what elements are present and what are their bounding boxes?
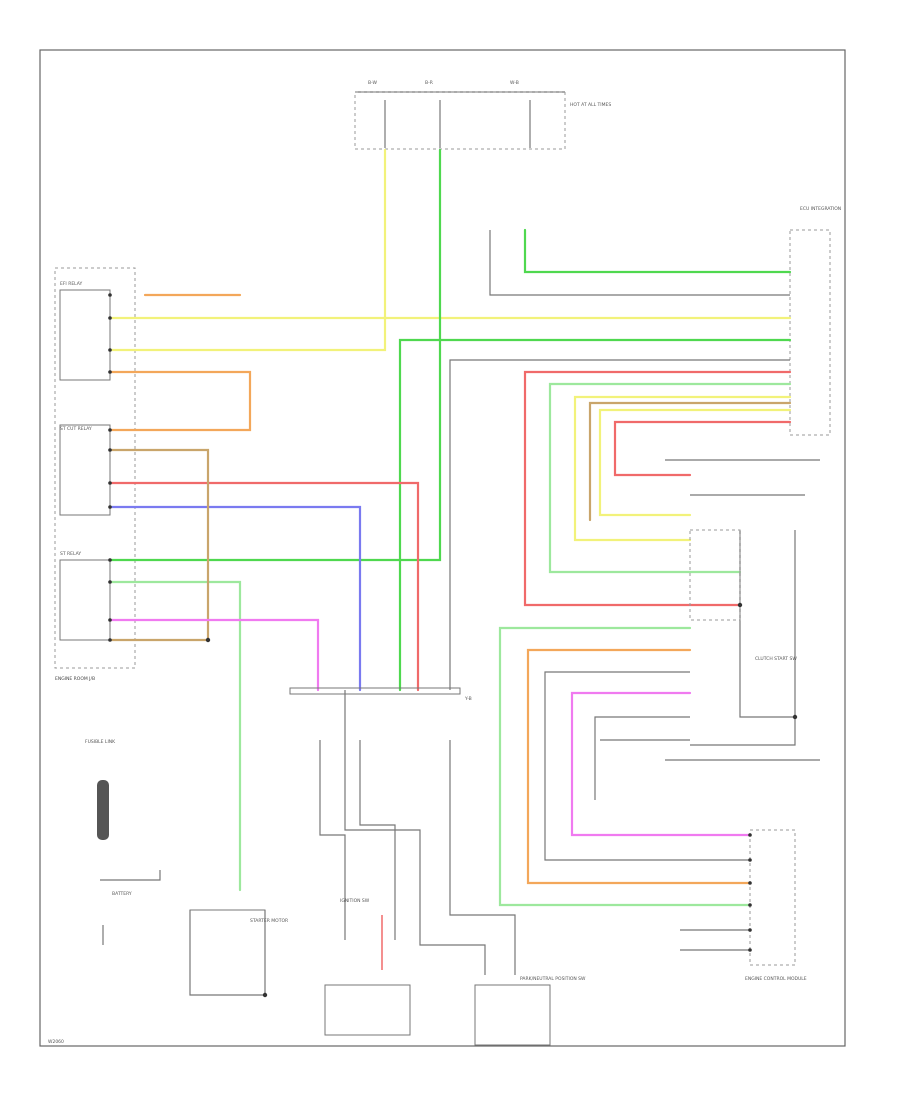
ecu-label: ECU INTEGRATION (800, 206, 841, 212)
ecu-connector: ECU INTEGRATION (789, 206, 841, 436)
wire-magenta-1 (108, 618, 320, 692)
relay-3-label: ST RELAY (60, 551, 81, 557)
wire-lightgreen-1 (108, 580, 242, 892)
wire-orange-3 (526, 648, 752, 885)
wire-green-1 (108, 148, 442, 562)
relay-box: ENGINE ROOM J/B EFI RELAY ST CUT RELAY S… (54, 267, 136, 682)
relay-1-label: EFI RELAY (60, 281, 82, 287)
wire-tan-1 (108, 448, 210, 642)
engine-ecu-label: ENGINE CONTROL MODULE (745, 976, 807, 982)
clutch-sw-label: CLUTCH START SW (755, 656, 797, 662)
ignition-label: IGNITION SW (340, 898, 370, 904)
wire-yellow-3 (573, 395, 792, 542)
wire-blue (108, 505, 362, 692)
wire-red-1 (108, 481, 420, 692)
gray-wires (100, 230, 820, 996)
components: Y-B FUSIBLE LINK BATTERY STARTER MOTOR I… (48, 529, 807, 1046)
wire-yellow-1 (108, 148, 387, 352)
battery-label: BATTERY (112, 891, 132, 897)
neutral-sw-label: PARK/NEUTRAL POSITION SW (520, 976, 586, 982)
diagram-frame (39, 49, 846, 1047)
fusible-link-icon (97, 780, 109, 840)
wire-orange-1 (108, 370, 252, 432)
wire-red-2 (523, 370, 792, 607)
wire-lightgreen-3 (498, 626, 752, 907)
wire-lightgreen-2 (548, 382, 792, 574)
fuse-box-label: HOT AT ALL TIMES (570, 102, 611, 108)
wire-green-3 (523, 228, 792, 274)
wire-green-2 (398, 338, 792, 692)
fuse-label-3: W-B (510, 80, 519, 86)
fuse-label-1: B-W (368, 80, 378, 86)
wire-tan-3 (588, 401, 792, 522)
fusible-label: FUSIBLE LINK (85, 739, 116, 745)
page-id: W2060 (48, 1039, 64, 1045)
fuse-label-2: B-R (425, 80, 433, 86)
top-fuse-block: B-W B-R W-B HOT AT ALL TIMES (354, 80, 611, 150)
wire-yellow-4 (598, 408, 792, 517)
wire-magenta-2 (570, 691, 752, 837)
wires (108, 148, 792, 907)
pins (108, 293, 798, 998)
relay-2-label: ST CUT RELAY (60, 426, 92, 432)
relay-box-label: ENGINE ROOM J/B (55, 676, 95, 682)
wire-red-3 (613, 420, 792, 477)
connector-a-label: Y-B (464, 696, 472, 702)
starter-label: STARTER MOTOR (250, 918, 288, 924)
